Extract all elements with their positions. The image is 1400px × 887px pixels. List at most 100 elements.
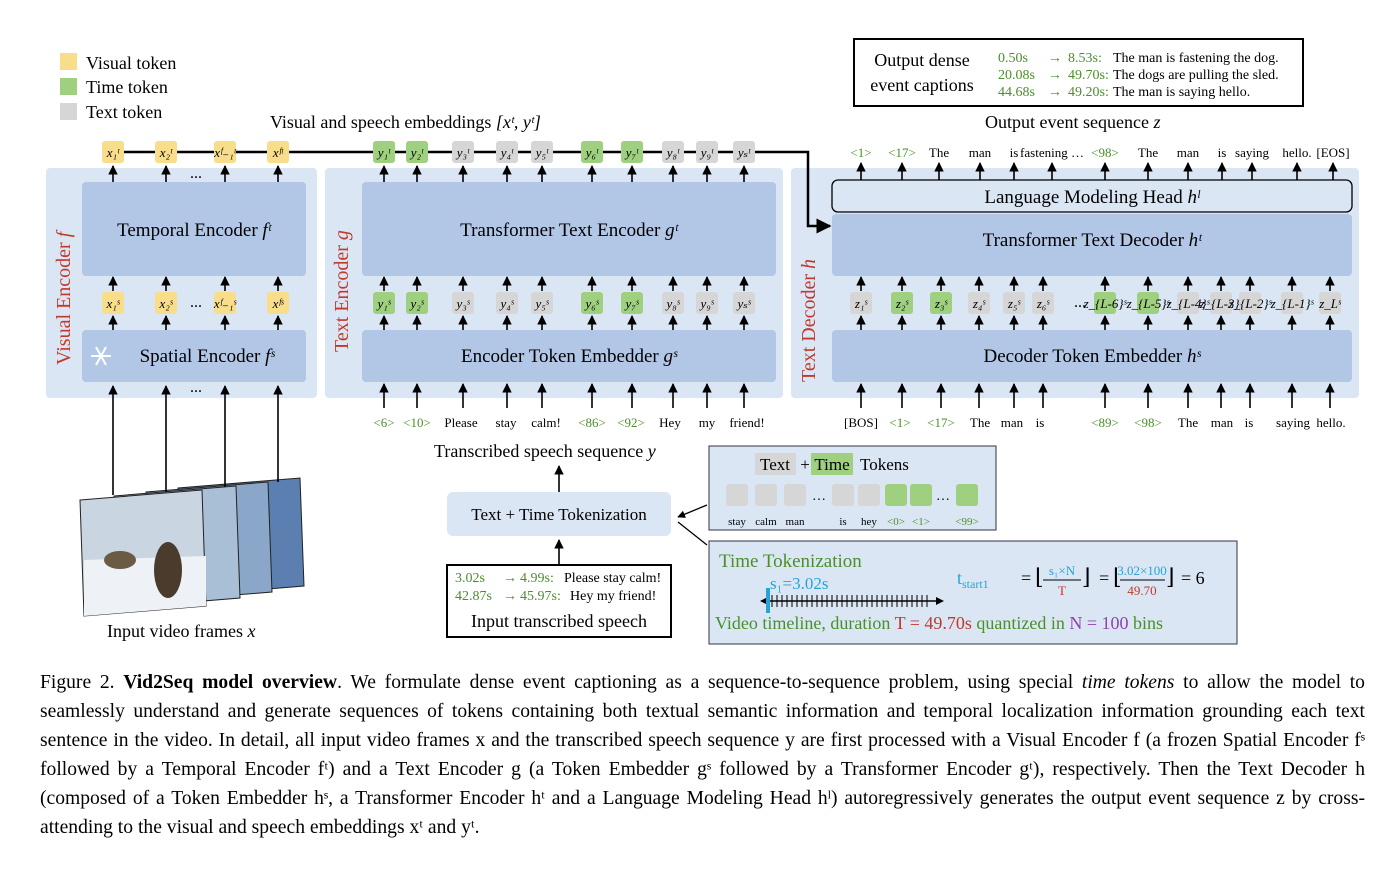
text-top-token: y₄ᵗ <box>499 145 514 160</box>
embeddings-title: Visual and speech embeddings [xᵗ, yᵗ] <box>270 112 541 132</box>
output-captions-box <box>853 38 1304 107</box>
visual-mid-token: x₂ˢ <box>158 296 173 311</box>
tokens-plus: + <box>800 455 810 474</box>
decoder-output-token: <17> <box>888 145 916 160</box>
text-input-token: my <box>699 415 716 430</box>
time-tokenization-caption: Video timeline, duration T = 49.70s quan… <box>715 613 1163 633</box>
encoder-token-embedder-block <box>362 330 776 382</box>
transformer-text-decoder-block <box>832 214 1352 276</box>
input-speech-label: Input transcribed speech <box>471 611 647 631</box>
svg-text:⌊: ⌊ <box>1113 564 1122 589</box>
decoder-mid-token: z_{L-6}ˢ <box>1083 296 1128 311</box>
text-input-token: stay <box>496 415 517 430</box>
output-sequence-title: Output event sequence z <box>985 112 1160 132</box>
text-mid-token: y₈ˢ <box>664 296 680 311</box>
decoder-mid-token-box <box>1137 292 1159 314</box>
tokens-time-swatch <box>811 453 853 475</box>
svg-text:⌊: ⌊ <box>1035 564 1044 589</box>
svg-text:s₁×N: s₁×N <box>1049 563 1076 578</box>
visual-top-ellipsis: ... <box>190 165 202 182</box>
svg-text:=: = <box>1099 568 1109 588</box>
text-mid-token-box <box>496 292 518 314</box>
svg-text:4.99s:: 4.99s: <box>520 571 554 586</box>
encoder-token-embedder-label: Encoder Token Embedder gˢ <box>461 346 678 367</box>
output-captions-title-1: Output dense <box>874 50 969 70</box>
time-tokenization-box <box>708 540 1238 645</box>
decoder-mid-token-box <box>968 292 990 314</box>
output-caption-row: 0.50s → 8.53s: The man is fastening the … <box>998 51 1279 66</box>
decoder-output-token: <98> <box>1091 145 1119 160</box>
token-square <box>858 484 880 506</box>
token-square-label: stay <box>728 516 746 528</box>
text-time-tokenization-label: Text + Time Tokenization <box>471 505 647 524</box>
svg-text:The dogs are pulling the sled.: The dogs are pulling the sled. <box>1113 68 1279 83</box>
decoder-input-token: <17> <box>927 415 955 430</box>
visual-arrows <box>108 165 283 330</box>
svg-text:3.02×100: 3.02×100 <box>1117 563 1167 578</box>
snowflake-icon <box>91 346 111 366</box>
visual-top-token-box <box>214 141 236 163</box>
svg-text:20.08s: 20.08s <box>998 68 1035 83</box>
legend-label-time: Time token <box>86 77 168 97</box>
svg-text:3.02s: 3.02s <box>455 571 485 586</box>
decoder-input-token: man <box>1211 415 1234 430</box>
text-mid-token-box <box>581 292 603 314</box>
text-mid-token: y₁ˢ <box>375 296 391 311</box>
tokens-time-label: Time <box>814 455 849 474</box>
token-square-label: is <box>839 516 846 528</box>
text-top-token-box <box>581 141 603 163</box>
text-input-token: <10> <box>403 415 431 430</box>
svg-text:Please stay calm!: Please stay calm! <box>564 571 661 586</box>
text-top-token-box <box>662 141 684 163</box>
svg-text:=: = <box>1021 568 1031 588</box>
decoder-token-embedder-block <box>832 330 1352 382</box>
text-mid-token: y₇ˢ <box>623 296 639 311</box>
decoder-mid-token: z₃ˢ <box>934 296 949 311</box>
arrow-right-icon: → <box>503 589 517 604</box>
decoder-input-token: <98> <box>1134 415 1162 430</box>
model-overview-figure: Visual token Time token Text token Visua… <box>46 38 1359 645</box>
decoder-mid-token: z₁ˢ <box>854 296 869 311</box>
input-speech-row: 3.02s → 4.99s: Please stay calm! <box>455 571 661 586</box>
decoder-mid-token: z₆ˢ <box>1036 296 1051 311</box>
tokens-text-swatch <box>755 453 796 475</box>
caption-italic: time tokens <box>1081 672 1175 693</box>
arrow-right-icon: → <box>1048 85 1062 100</box>
text-mid-token-box <box>733 292 755 314</box>
decoder-mid-token: z₅ˢ <box>1007 296 1022 311</box>
text-mid-token: y₆ˢ <box>583 296 599 311</box>
decoder-output-token: The <box>929 145 949 160</box>
svg-text:tstart1: tstart1 <box>957 568 989 591</box>
input-speech-row: 42.87s → 45.97s: Hey my friend! <box>455 589 656 604</box>
legend-swatch-visual <box>60 53 77 70</box>
caption-text-2: to allow the model to seamlessly underst… <box>40 672 1365 838</box>
svg-text:49.20s:: 49.20s: <box>1068 85 1109 100</box>
decoder-mid-token: z_{L-5}ˢ <box>1126 296 1171 311</box>
text-top-token-box <box>496 141 518 163</box>
visual-encoder-label: Visual Encoder f <box>53 229 75 365</box>
text-top-token-box <box>373 141 395 163</box>
decoder-input-token: <1> <box>889 415 910 430</box>
decoder-output-token: fastening … <box>1020 145 1084 160</box>
text-input-token: Hey <box>659 415 681 430</box>
arrow-right-icon: → <box>503 571 517 586</box>
token-square <box>832 484 854 506</box>
decoder-mid-token-box <box>1210 292 1232 314</box>
text-top-token-box <box>696 141 718 163</box>
text-top-token: y₈ᵗ <box>665 145 680 160</box>
decoder-input-token: is <box>1245 415 1254 430</box>
visual-top-token-box <box>155 141 177 163</box>
text-input-token: <6> <box>373 415 394 430</box>
temporal-encoder-label: Temporal Encoder fᵗ <box>117 220 273 241</box>
decoder-input-token: [BOS] <box>844 415 878 430</box>
text-input-token: friend! <box>729 415 764 430</box>
token-square <box>885 484 907 506</box>
tokens-word: Tokens <box>860 455 909 474</box>
arrow-right-icon: → <box>1048 51 1062 66</box>
decoder-mid-token: z_{L-1}ˢ <box>1270 296 1315 311</box>
